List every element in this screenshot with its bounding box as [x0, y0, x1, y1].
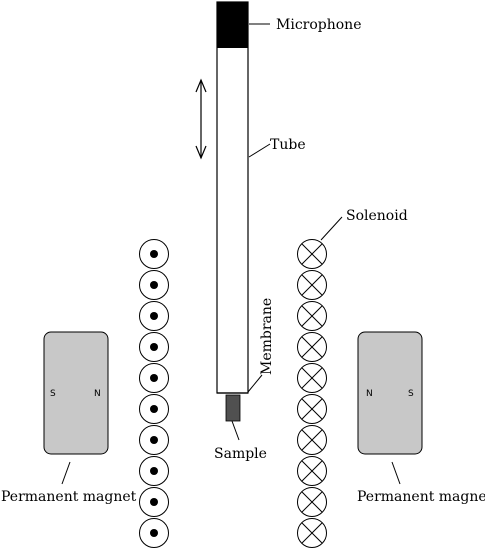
label-membrane: Membrane — [259, 298, 275, 375]
solenoid-right-column — [297, 239, 327, 548]
label-permanent-magnet-left: Permanent magnet — [1, 489, 137, 505]
solenoid-cross-turn — [297, 332, 327, 362]
magnet-right-pole-s: S — [408, 389, 414, 399]
magnet-left-pole-s: S — [50, 389, 56, 399]
solenoid-dot-turn — [139, 518, 169, 548]
microphone — [217, 2, 248, 48]
solenoid-dot-turn — [139, 301, 169, 331]
solenoid-cross-turn — [297, 270, 327, 300]
permanent-magnet-right: N S — [357, 331, 423, 455]
sample — [225, 394, 241, 422]
solenoid-cross-turn — [297, 456, 327, 486]
solenoid-dot-turn — [139, 239, 169, 269]
solenoid-cross-turn — [297, 301, 327, 331]
solenoid-dot-turn — [139, 270, 169, 300]
magnet-right-body — [357, 331, 423, 455]
solenoid-cross-turn — [297, 239, 327, 269]
permanent-magnet-left: S N — [43, 331, 109, 455]
solenoid-dot-turn — [139, 487, 169, 517]
solenoid-cross-turn — [297, 425, 327, 455]
solenoid-dot-turn — [139, 332, 169, 362]
magnet-right-pole-n: N — [366, 389, 373, 399]
label-microphone: Microphone — [276, 17, 361, 33]
double-arrow — [195, 78, 207, 160]
solenoid-dot-turn — [139, 456, 169, 486]
label-permanent-magnet-right: Permanent magnet — [357, 489, 485, 505]
label-sample: Sample — [214, 446, 267, 462]
solenoid-cross-turn — [297, 363, 327, 393]
label-tube: Tube — [270, 137, 306, 153]
solenoid-dot-turn — [139, 425, 169, 455]
solenoid-cross-turn — [297, 487, 327, 517]
solenoid-dot-turn — [139, 394, 169, 424]
leader-lines — [61, 23, 401, 485]
solenoid-dot-turn — [139, 363, 169, 393]
solenoid-cross-turn — [297, 518, 327, 548]
solenoid-cross-turn — [297, 394, 327, 424]
label-solenoid: Solenoid — [346, 208, 408, 224]
magnet-left-body — [43, 331, 109, 455]
tube — [216, 1, 249, 394]
magnet-left-pole-n: N — [94, 389, 101, 399]
solenoid-left-column — [139, 239, 169, 548]
